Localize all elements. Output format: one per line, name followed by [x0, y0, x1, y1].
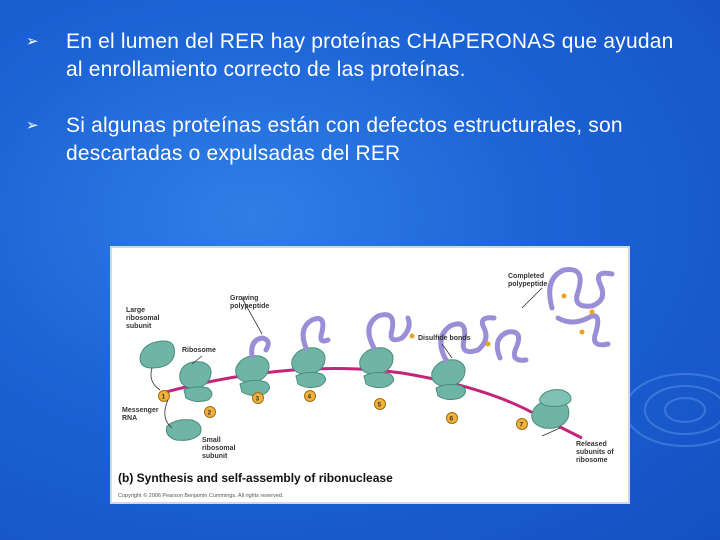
arrow-bullet-icon: ➢ — [26, 33, 39, 50]
label-messenger-rna: Messenger — [122, 407, 159, 414]
figure-caption: (b) Synthesis and self-assembly of ribon… — [118, 471, 393, 485]
polypeptide-chains — [249, 266, 615, 363]
arrow-bullet-icon: ➢ — [26, 117, 39, 134]
step-markers: 1 2 3 4 5 6 7 — [158, 390, 528, 430]
label-pointer-lines — [150, 287, 561, 437]
label-completed-polypeptide: Completed — [508, 273, 544, 280]
diagram-svg: 1 2 3 4 5 6 7 Large ribosomal subu — [118, 266, 615, 499]
label-small-subunit: Small — [202, 437, 221, 444]
label-released-subunits: Released — [576, 441, 607, 448]
label-released-subunits: subunits of — [576, 449, 614, 456]
ribosome-group — [179, 347, 572, 429]
label-disulfide-bonds: Disulfide bonds — [418, 335, 471, 342]
label-growing-polypeptide: Growing — [230, 295, 258, 302]
label-growing-polypeptide: polypeptide — [230, 303, 269, 310]
label-small-subunit: subunit — [202, 453, 228, 460]
label-large-subunit: subunit — [126, 323, 152, 330]
ribonuclease-diagram: 1 2 3 4 5 6 7 Large ribosomal subu — [110, 246, 630, 504]
figure-copyright: Copyright © 2006 Pearson Benjamin Cummin… — [118, 492, 284, 499]
step-number: 5 — [378, 402, 382, 409]
disulfide-bond-markers — [409, 293, 595, 347]
step-number: 6 — [450, 416, 454, 423]
step-number: 4 — [308, 394, 312, 401]
label-messenger-rna: RNA — [122, 415, 137, 422]
step-number: 3 — [256, 396, 260, 403]
bullet-text: En el lumen del RER hay proteínas CHAPER… — [66, 30, 674, 81]
bullet-item: ➢ Si algunas proteínas están con defecto… — [26, 112, 696, 168]
bullet-item: ➢ En el lumen del RER hay proteínas CHAP… — [26, 28, 696, 84]
label-ribosome: Ribosome — [182, 347, 216, 354]
label-small-subunit: ribosomal — [202, 445, 236, 452]
large-subunit-shape — [139, 340, 175, 369]
label-large-subunit: Large — [126, 307, 145, 314]
small-subunit-shape — [165, 419, 202, 441]
step-number: 2 — [208, 410, 212, 417]
label-completed-polypeptide: polypeptide — [508, 281, 547, 288]
step-number: 1 — [162, 394, 166, 401]
label-released-subunits: ribosome — [576, 457, 608, 464]
bullet-list: ➢ En el lumen del RER hay proteínas CHAP… — [26, 28, 696, 196]
step-number: 7 — [520, 422, 524, 429]
label-large-subunit: ribosomal — [126, 315, 160, 322]
bullet-text: Si algunas proteínas están con defectos … — [66, 114, 623, 165]
